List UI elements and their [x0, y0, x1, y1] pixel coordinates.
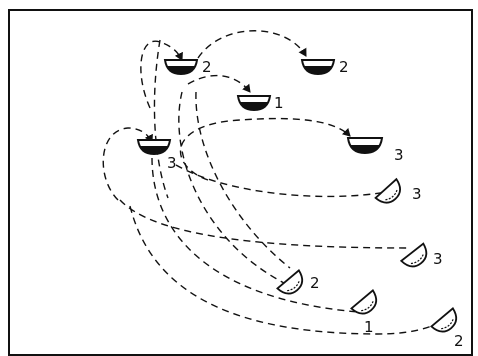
bowl-3-right: 3 — [346, 137, 404, 164]
label-tipped-3-lower: 3 — [433, 250, 443, 268]
label-bowl-1-center: 1 — [274, 94, 284, 112]
path-to-bowl-3-left — [102, 127, 153, 201]
label-tipped-3-upper: 3 — [412, 185, 422, 203]
path-to-tipped-3-upper — [175, 164, 387, 198]
bowl-2-upper: 2 — [163, 58, 212, 76]
path-to-tipped-1 — [151, 157, 359, 313]
label-tipped-2-bottom: 2 — [454, 332, 464, 350]
path-to-tipped-3-lower — [119, 199, 409, 249]
bowl-fill — [140, 146, 168, 154]
bowl-fill — [240, 102, 268, 110]
path-strand-a — [195, 91, 291, 269]
tipped-bowl-3-lower — [399, 242, 428, 268]
frame-border — [8, 9, 473, 356]
tipped-bowl-2-middle — [276, 269, 304, 295]
path-to-bowl-1 — [187, 74, 251, 93]
label-bowl-3-right: 3 — [394, 146, 404, 164]
label-tipped-2-middle: 2 — [310, 274, 320, 292]
bowl-fill — [304, 66, 332, 74]
bowl-3-left: 3 — [136, 139, 177, 172]
bowl-icon — [374, 177, 401, 204]
path-to-tipped-2-middle — [178, 91, 287, 285]
label-bowl-2-upper: 2 — [202, 58, 212, 76]
bowl-fill — [167, 66, 195, 74]
bowl-icon — [430, 307, 458, 333]
path-to-bowl-3-right — [179, 117, 351, 181]
label-tipped-1-bottom: 1 — [364, 318, 374, 336]
spill-marks — [361, 300, 374, 312]
bowl-1-center: 1 — [236, 94, 284, 112]
path-to-bowl-2-right — [197, 30, 307, 59]
path-strand-b — [153, 39, 169, 199]
bowl-fill — [350, 145, 380, 153]
bowl-icon — [276, 269, 304, 295]
bowl-2-right: 2 — [300, 58, 349, 76]
path-to-bowl-2-upper — [140, 40, 183, 109]
spill-marks — [385, 188, 398, 201]
label-bowl-2-right: 2 — [339, 58, 349, 76]
spill-marks — [441, 318, 454, 330]
tipped-bowl-3-upper — [374, 177, 401, 204]
tipped-bowl-1-bottom — [350, 289, 378, 315]
label-bowl-3-left: 3 — [167, 154, 177, 172]
spill-marks — [287, 280, 300, 292]
tipped-bowl-2-bottom — [430, 307, 458, 333]
trajectories — [102, 30, 437, 335]
bowl-icon — [350, 289, 378, 315]
path-to-tipped-2-bottom — [129, 205, 437, 335]
spill-marks — [410, 253, 425, 265]
bowl-icon — [399, 242, 428, 268]
